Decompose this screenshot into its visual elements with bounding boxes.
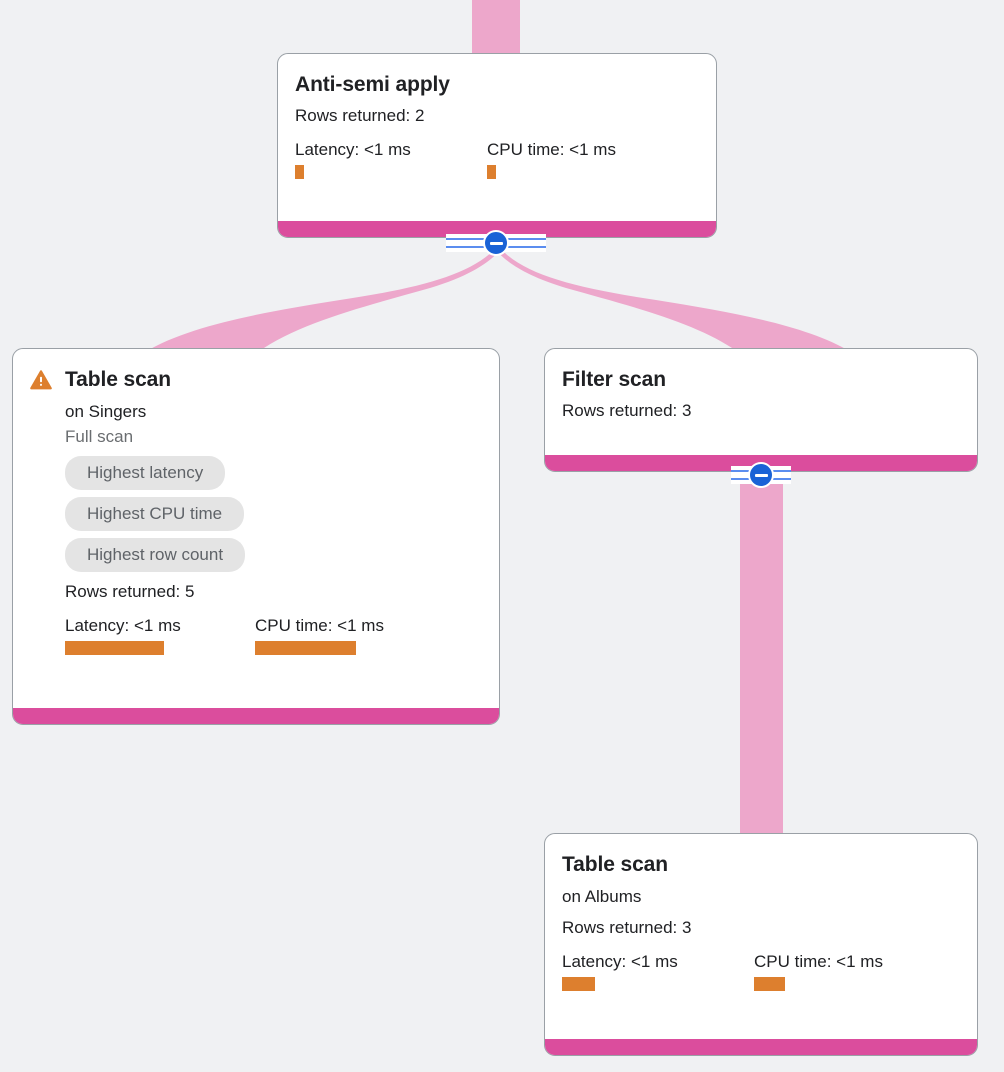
node-table-scan-albums-body: Table scan on Albums Rows returned: 3 La… — [545, 834, 977, 1055]
node-title: Anti-semi apply — [295, 73, 450, 96]
node-footer-bar — [278, 221, 716, 237]
edge-parent-to-antisemi — [472, 0, 520, 56]
node-table-scan-albums[interactable]: Table scan on Albums Rows returned: 3 La… — [544, 833, 978, 1056]
scan-target: on Albums — [562, 887, 642, 906]
node-title: Table scan — [65, 368, 171, 391]
node-table-scan-albums-header: Table scan — [562, 852, 960, 877]
metrics-row: Latency: <1 ms CPU time: <1 ms — [295, 139, 699, 179]
cpu-metric: CPU time: <1 ms — [487, 139, 616, 179]
collapse-minus-icon-anti-semi[interactable] — [483, 230, 509, 256]
node-table-scan-singers-body: Table scan on Singers Full scan Highest … — [13, 349, 499, 724]
minus-glyph — [754, 473, 768, 477]
collapse-minus-icon-filter-scan[interactable] — [748, 462, 774, 488]
node-table-scan-singers-header: Table scan — [30, 367, 482, 392]
latency-metric: Latency: <1 ms — [65, 615, 255, 655]
node-filter-scan[interactable]: Filter scan Rows returned: 3 — [544, 348, 978, 472]
insight-chip-list: Highest latency Highest CPU time Highest… — [65, 456, 482, 572]
cpu-time-bar — [487, 165, 496, 179]
node-footer-bar — [545, 1039, 977, 1055]
node-title: Filter scan — [562, 368, 666, 391]
cpu-time-bar — [754, 977, 785, 991]
node-title: Table scan — [562, 853, 668, 876]
rows-returned: Rows returned: 5 — [65, 582, 195, 601]
edge-filter-scan-to-table-scan-albums — [740, 478, 783, 838]
node-table-scan-singers[interactable]: Table scan on Singers Full scan Highest … — [12, 348, 500, 725]
latency-metric: Latency: <1 ms — [562, 951, 754, 991]
rows-returned: Rows returned: 2 — [295, 106, 425, 125]
rows-returned: Rows returned: 3 — [562, 918, 692, 937]
insight-chip-highest-cpu-time[interactable]: Highest CPU time — [65, 497, 245, 531]
insight-chip-highest-row-count[interactable]: Highest row count — [65, 538, 246, 572]
cpu-time-label: CPU time: <1 ms — [255, 616, 384, 635]
node-filter-scan-header: Filter scan — [562, 367, 960, 392]
cpu-time-bar — [255, 641, 356, 655]
rows-returned: Rows returned: 3 — [562, 401, 692, 420]
node-footer-bar — [13, 708, 499, 724]
node-filter-scan-body: Filter scan Rows returned: 3 — [545, 349, 977, 471]
cpu-metric: CPU time: <1 ms — [255, 615, 384, 655]
cpu-metric: CPU time: <1 ms — [754, 951, 883, 991]
metrics-row: Latency: <1 ms CPU time: <1 ms — [65, 615, 482, 655]
edge-antisemi-to-filter-scan — [496, 248, 851, 352]
metrics-row: Latency: <1 ms CPU time: <1 ms — [562, 951, 960, 991]
node-table-scan-singers-details: on Singers Full scan Highest latency Hig… — [65, 399, 482, 655]
scan-target: on Singers — [65, 402, 147, 421]
latency-label: Latency: <1 ms — [295, 140, 411, 159]
minus-glyph — [489, 241, 503, 245]
node-anti-semi-apply-header: Anti-semi apply — [295, 72, 699, 97]
node-anti-semi-apply[interactable]: Anti-semi apply Rows returned: 2 Latency… — [277, 53, 717, 238]
cpu-time-label: CPU time: <1 ms — [754, 952, 883, 971]
latency-label: Latency: <1 ms — [562, 952, 678, 971]
latency-bar — [65, 641, 164, 655]
cpu-time-label: CPU time: <1 ms — [487, 140, 616, 159]
warning-triangle-icon — [30, 370, 52, 390]
latency-bar — [562, 977, 595, 991]
edge-antisemi-to-table-scan-singers — [145, 248, 500, 352]
node-anti-semi-apply-body: Anti-semi apply Rows returned: 2 Latency… — [278, 54, 716, 237]
latency-label: Latency: <1 ms — [65, 616, 181, 635]
scan-type: Full scan — [65, 427, 134, 446]
insight-chip-highest-latency[interactable]: Highest latency — [65, 456, 226, 490]
latency-bar — [295, 165, 304, 179]
latency-metric: Latency: <1 ms — [295, 139, 487, 179]
